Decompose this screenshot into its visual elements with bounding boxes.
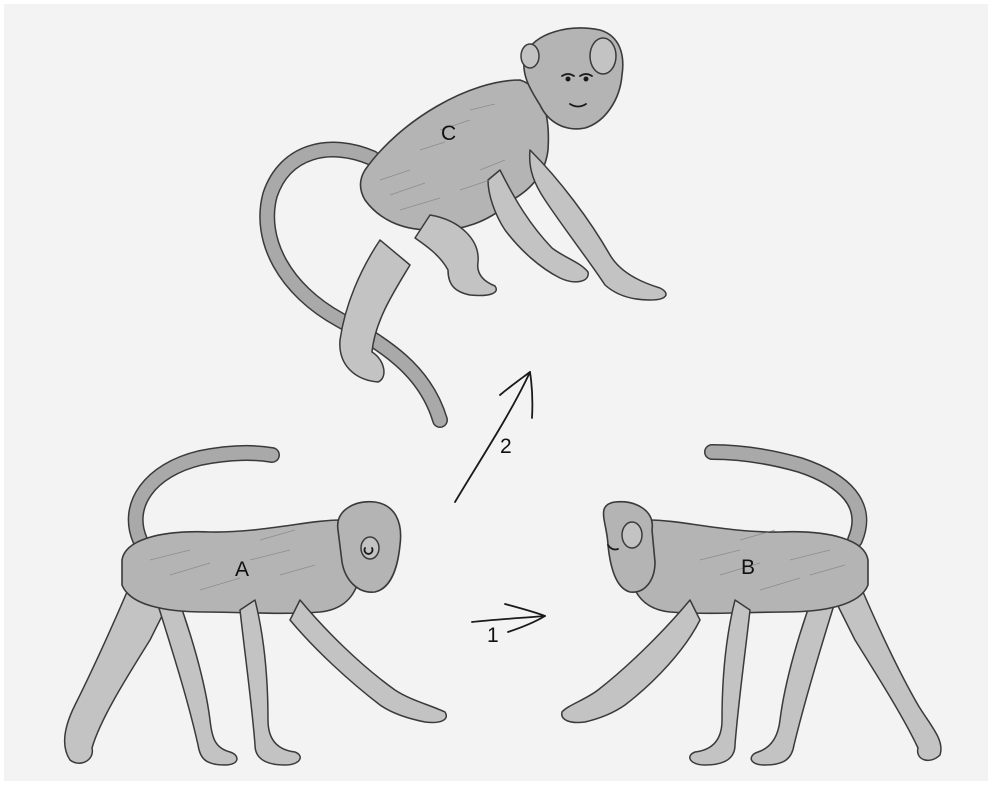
- monkey-a: [65, 453, 447, 765]
- monkey-b: [562, 452, 941, 765]
- arrow-2: [455, 372, 532, 502]
- arrow-2-label: 2: [500, 435, 512, 458]
- label-a: A: [235, 558, 249, 581]
- label-c: C: [441, 122, 456, 145]
- monkey-c: [267, 28, 666, 420]
- arrow-1-label: 1: [487, 624, 499, 647]
- label-b: B: [741, 556, 755, 579]
- arrow-1: [472, 604, 545, 632]
